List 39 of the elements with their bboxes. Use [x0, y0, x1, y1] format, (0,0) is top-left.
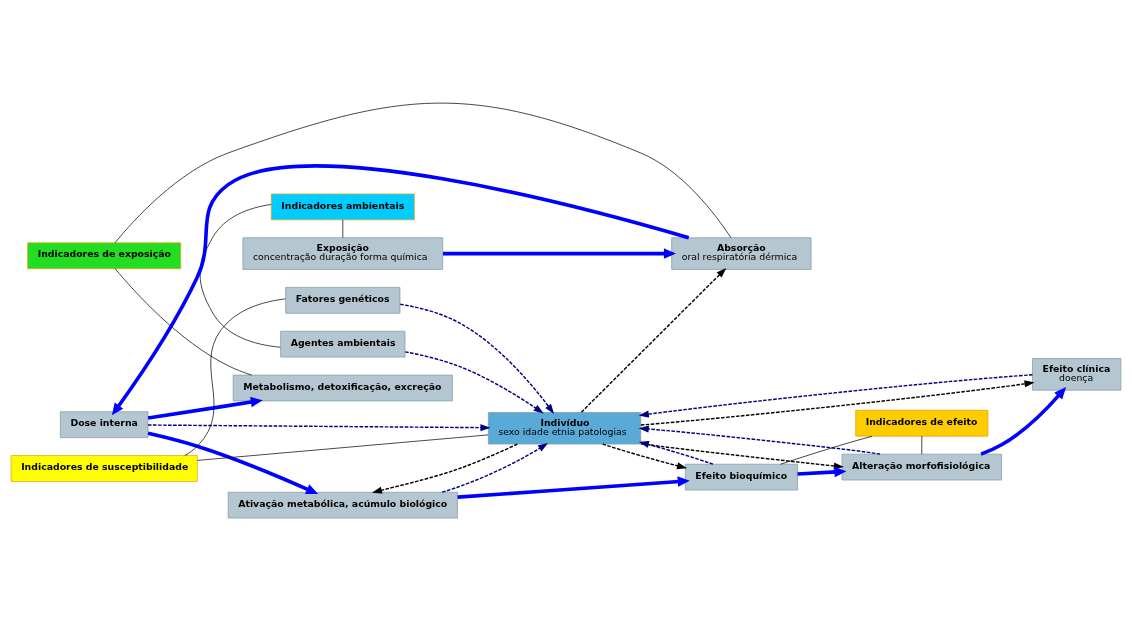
arrow [601, 443, 688, 470]
arrow [580, 267, 727, 413]
connector [114, 102, 732, 244]
arrow [404, 351, 544, 414]
node-box: Indicadores de susceptibilidade [10, 455, 198, 482]
node-box: Ativação metabólica, acúmulo biológico [227, 491, 458, 519]
node-box: Indivíduo sexo idade etnia patologias [488, 412, 642, 445]
arrow [147, 431, 319, 495]
node-box: Exposição concentração duração forma química [242, 237, 444, 270]
node-box: Efeito clínica doença [1032, 358, 1122, 391]
node-box: Dose interna [59, 411, 149, 438]
connector [114, 268, 252, 376]
connector [780, 435, 873, 465]
arrow [640, 380, 1035, 426]
arrow [371, 443, 519, 494]
node-box: Efeito bioquímico [684, 463, 798, 491]
node-box: Indicadores ambientais [270, 193, 415, 221]
connector [184, 298, 286, 456]
node-box: Indicadores de exposição [27, 242, 182, 270]
arrow [980, 387, 1067, 456]
arrow [457, 476, 690, 499]
node-box: Indicadores de efeito [855, 409, 989, 437]
arrow [443, 248, 676, 259]
connector [199, 204, 281, 348]
arrow [111, 164, 690, 416]
node-box: Metabolismo, detoxificação, excreção [232, 374, 453, 402]
arrow [147, 424, 491, 432]
arrow [638, 374, 1034, 418]
node-box: Fatores genéticos [285, 287, 401, 314]
arrow [441, 443, 549, 493]
arrow [638, 441, 714, 465]
connector [197, 434, 489, 461]
node-box: Absorção oral respiratória dérmica [671, 237, 812, 270]
arrow [399, 303, 555, 415]
arrow [797, 466, 847, 478]
arrow [638, 425, 881, 455]
node-box: Alteração morfofisiológica [841, 453, 1002, 481]
arrow [147, 396, 263, 420]
node-box: Agentes ambientais [280, 330, 406, 358]
